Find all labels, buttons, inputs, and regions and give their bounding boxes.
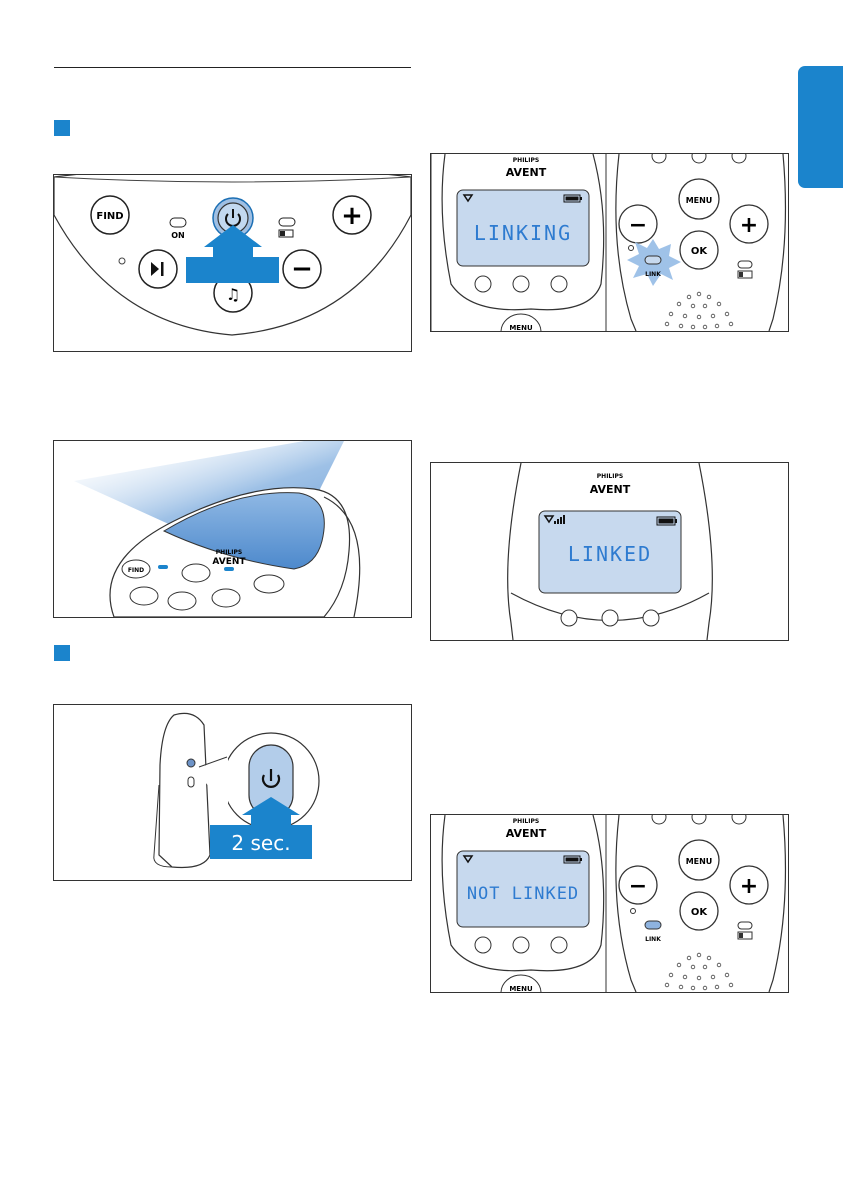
svg-text:OK: OK	[691, 246, 709, 257]
svg-text:−: −	[629, 874, 647, 899]
power-button-small	[182, 564, 210, 582]
minus-button[interactable]: −	[283, 250, 321, 288]
battery-low-icon	[279, 230, 293, 237]
svg-text:MENU: MENU	[686, 857, 713, 866]
minus-button-small	[212, 589, 240, 607]
menu-button[interactable]: MENU	[679, 179, 719, 219]
svg-text:FIND: FIND	[128, 567, 144, 574]
brand-avent-small: AVENT	[212, 557, 246, 567]
battery-led-3	[738, 922, 752, 929]
svg-text:−: −	[291, 254, 313, 284]
battery-led	[738, 261, 752, 268]
find-button-small: FIND	[122, 560, 150, 578]
lcd-text: LINKING	[474, 221, 572, 245]
step-marker-2	[54, 645, 70, 661]
svg-text:+: +	[740, 874, 758, 899]
play-button-small	[130, 587, 158, 605]
lullaby-button-small	[168, 592, 196, 610]
softkey-right-2[interactable]	[643, 610, 659, 626]
softkey-middle[interactable]	[513, 276, 529, 292]
link-indicator-steady	[645, 921, 661, 929]
lcd-text-not-linked: NOT LINKED	[467, 884, 579, 904]
step-marker-1	[54, 120, 70, 136]
brand-avent: AVENT	[506, 166, 547, 179]
brand-avent-3: AVENT	[506, 827, 547, 840]
minus-button-parent-3[interactable]: −	[619, 866, 657, 904]
plus-button-small	[254, 575, 284, 593]
parent-unit-side	[159, 713, 210, 867]
brand-philips: PHILIPS	[513, 157, 539, 164]
brand-philips-2: PHILIPS	[597, 473, 623, 480]
link-label: LINK	[645, 271, 661, 278]
svg-text:MENU: MENU	[686, 196, 713, 205]
find-label: FIND	[96, 211, 123, 222]
svg-text:MENU: MENU	[509, 324, 533, 331]
softkey-left-2[interactable]	[561, 610, 577, 626]
battery-low-icon-parent	[738, 271, 752, 278]
figure-linking: PHILIPS AVENT LINKING MENU MENU − +	[430, 153, 789, 332]
plus-button-parent[interactable]: +	[730, 205, 768, 243]
figure-baby-unit-buttons: FIND ON + ♫ −	[53, 174, 412, 352]
svg-text:MENU: MENU	[509, 985, 533, 992]
microphone-dot	[119, 258, 125, 264]
language-tab[interactable]	[798, 66, 843, 188]
battery-low-icon-parent-3	[738, 932, 752, 939]
svg-text:−: −	[629, 213, 647, 238]
link-indicator-flashing	[645, 256, 661, 264]
brand-philips-small: PHILIPS	[216, 549, 242, 556]
softkey-left[interactable]	[475, 276, 491, 292]
header-rule	[54, 67, 411, 68]
figure-parent-unit-power: 2 sec.	[53, 704, 412, 881]
on-label: ON	[171, 231, 185, 240]
figure-linked: PHILIPS AVENT LINKED	[430, 462, 789, 641]
speaker-grille-3	[665, 953, 733, 990]
svg-text:+: +	[341, 201, 363, 231]
figure-not-linked: PHILIPS AVENT NOT LINKED MENU MENU − +	[430, 814, 789, 993]
softkey-right-3[interactable]	[551, 937, 567, 953]
speaker-grille	[665, 292, 733, 329]
link-label-3: LINK	[645, 936, 661, 943]
softkey-right[interactable]	[551, 276, 567, 292]
menu-button-3[interactable]: MENU	[679, 840, 719, 880]
side-power-button	[187, 759, 195, 767]
minus-button-parent[interactable]: −	[619, 205, 657, 243]
brand-philips-3: PHILIPS	[513, 818, 539, 825]
music-note-icon: ♫	[226, 285, 240, 304]
softkey-left-3[interactable]	[475, 937, 491, 953]
on-indicator	[170, 218, 186, 227]
battery-indicator	[279, 218, 295, 226]
side-volume-button	[188, 777, 194, 787]
find-button[interactable]: FIND	[91, 196, 129, 234]
lcd-text-linked: LINKED	[568, 542, 652, 566]
svg-text:+: +	[740, 213, 758, 238]
play-pause-button[interactable]	[139, 250, 177, 288]
brand-avent-2: AVENT	[590, 483, 631, 496]
plus-button-parent-3[interactable]: +	[730, 866, 768, 904]
duration-label: 2 sec.	[231, 831, 290, 855]
ok-button-3[interactable]: OK	[680, 892, 718, 930]
ok-button[interactable]: OK	[680, 231, 718, 269]
softkey-middle-2[interactable]	[602, 610, 618, 626]
svg-text:OK: OK	[691, 907, 709, 918]
plus-button[interactable]: +	[333, 196, 371, 234]
softkey-middle-3[interactable]	[513, 937, 529, 953]
figure-night-light: PHILIPS AVENT FIND	[53, 440, 412, 618]
